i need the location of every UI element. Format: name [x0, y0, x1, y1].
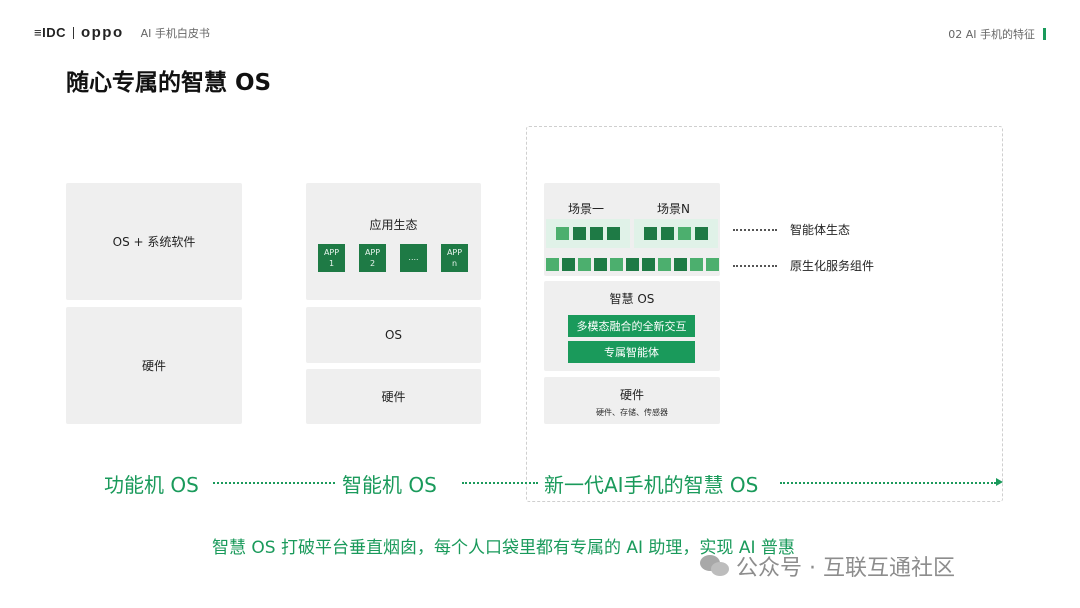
- native-block: [562, 258, 575, 271]
- service-block: [695, 227, 708, 240]
- col2-os-label: OS: [384, 328, 403, 342]
- col2-eco-title: 应用生态: [369, 218, 418, 232]
- logo-divider: [72, 26, 74, 39]
- col2-hw-panel: 硬件: [306, 369, 481, 424]
- multimodal-badge: 多模态融合的全新交互: [568, 315, 695, 337]
- timeline-segment: [213, 482, 335, 484]
- service-block: [644, 227, 657, 240]
- agent-eco-label: 智能体生态: [790, 223, 851, 237]
- col3-hw-panel: [544, 377, 720, 424]
- section-bar-icon: [1043, 28, 1046, 40]
- col2-hw-label: 硬件: [381, 390, 406, 404]
- app-chip-line2: n: [451, 259, 458, 268]
- native-block: [594, 258, 607, 271]
- native-block: [546, 258, 559, 271]
- timeline-segment: [462, 482, 538, 484]
- col3-hw-title: 硬件: [619, 388, 644, 402]
- native-block: [626, 258, 639, 271]
- exclusive-agent-badge: 专属智能体: [568, 341, 695, 363]
- oppo-logo: oppo: [80, 24, 124, 41]
- agent-eco-connector: [733, 229, 777, 231]
- col1-hw-label: 硬件: [141, 359, 166, 373]
- service-block: [590, 227, 603, 240]
- col1-hw-panel: 硬件: [66, 307, 242, 424]
- slogan: 智慧 OS 打破平台垂直烟囱，每个人口袋里都有专属的 AI 助理，实现 AI 普…: [212, 538, 795, 558]
- wechat-icon: [700, 553, 730, 579]
- smart-os-title: 智慧 OS: [609, 292, 655, 306]
- watermark-text: 公众号 · 互联互通社区: [736, 556, 955, 581]
- col1-os-label: OS + 系统软件: [112, 235, 196, 249]
- scene1-label: 场景一: [568, 202, 605, 216]
- smart-os-frame: [526, 126, 1003, 502]
- timeline-segment: [780, 482, 996, 484]
- native-block: [706, 258, 719, 271]
- idc-logo: ≡IDC: [34, 25, 66, 40]
- app-chip-line1: ....: [408, 253, 419, 262]
- service-block: [573, 227, 586, 240]
- app-chip-line1: APP: [323, 248, 340, 257]
- native-service-label: 原生化服务组件: [790, 259, 875, 273]
- native-block: [578, 258, 591, 271]
- col2-os-panel: OS: [306, 307, 481, 363]
- service-block: [556, 227, 569, 240]
- scene-n-label: 场景N: [657, 202, 690, 216]
- doc-title: AI 手机白皮书: [140, 26, 210, 40]
- service-block: [678, 227, 691, 240]
- app-chip: APP n: [441, 244, 468, 272]
- header-logo: ≡IDC oppo AI 手机白皮书: [34, 24, 210, 41]
- stage-ai-phone: 新一代AI手机的智慧 OS: [544, 473, 759, 497]
- app-chip-ellipsis: ....: [400, 244, 427, 272]
- native-block: [610, 258, 623, 271]
- stage-smartphone: 智能机 OS: [342, 473, 437, 497]
- col2-eco-panel: [306, 183, 481, 300]
- arrow-right-icon: [996, 478, 1003, 486]
- service-block: [661, 227, 674, 240]
- app-chip: APP 2: [359, 244, 386, 272]
- service-block: [607, 227, 620, 240]
- col1-os-panel: OS + 系统软件: [66, 183, 242, 300]
- section-indicator: 02 AI 手机的特征: [948, 26, 1046, 42]
- app-chip: APP 1: [318, 244, 345, 272]
- app-chip-line1: APP: [446, 248, 463, 257]
- app-chip-line2: 1: [328, 259, 335, 268]
- page-title: 随心专属的智慧 OS: [66, 70, 272, 96]
- native-block: [690, 258, 703, 271]
- native-block: [658, 258, 671, 271]
- stage-feature-phone: 功能机 OS: [104, 473, 199, 497]
- native-block: [642, 258, 655, 271]
- native-service-connector: [733, 265, 777, 267]
- col3-hw-sub: 硬件、存储、传感器: [596, 408, 668, 417]
- native-block: [674, 258, 687, 271]
- app-chip-line2: 2: [369, 259, 376, 268]
- app-chip-line1: APP: [364, 248, 381, 257]
- section-label: 02 AI 手机的特征: [948, 28, 1035, 41]
- watermark: 公众号 · 互联互通社区: [700, 550, 955, 582]
